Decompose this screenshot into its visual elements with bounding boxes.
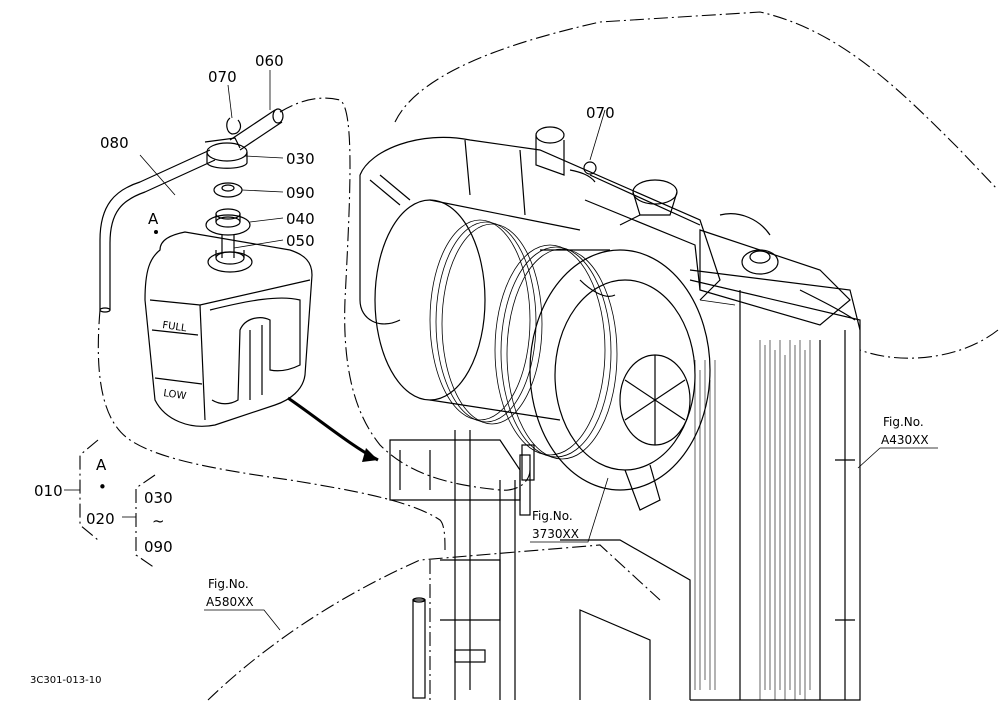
callout-040: 040 bbox=[286, 210, 315, 228]
fig-ref-3730-title: Fig.No. bbox=[532, 509, 573, 523]
legend-range-end: 090 bbox=[144, 538, 173, 556]
callout-070-top: 070 bbox=[208, 68, 237, 86]
callout-090: 090 bbox=[286, 184, 315, 202]
exploded-parts bbox=[97, 70, 606, 699]
radiator-illustration bbox=[689, 229, 861, 701]
callout-030: 030 bbox=[286, 150, 315, 168]
legend-assembly-010: 010 bbox=[34, 482, 63, 500]
assembly-legend bbox=[64, 439, 156, 569]
air-cleaner-illustration bbox=[374, 199, 711, 511]
legend-tilde: ~ bbox=[152, 512, 165, 530]
engine-frame-illustration bbox=[359, 136, 721, 700]
fig-ref-a580-title: Fig.No. bbox=[208, 577, 249, 591]
legend-dot: • bbox=[98, 478, 107, 496]
callout-080: 080 bbox=[100, 134, 129, 152]
callout-050: 050 bbox=[286, 232, 315, 250]
legend-set-020: 020 bbox=[86, 510, 115, 528]
fig-ref-3730-code: 3730XX bbox=[532, 527, 579, 541]
callout-A: A bbox=[148, 210, 159, 228]
fig-ref-a580-code: A580XX bbox=[206, 595, 254, 609]
drawing-id: 3C301-013-10 bbox=[30, 675, 101, 686]
callout-070-right: 070 bbox=[586, 104, 615, 122]
tank-low-label: LOW bbox=[163, 388, 187, 402]
legend-A: A bbox=[96, 456, 107, 474]
reserve-tank-illustration bbox=[144, 231, 313, 427]
legend-range-start: 030 bbox=[144, 489, 173, 507]
fig-ref-a430-title: Fig.No. bbox=[883, 415, 924, 429]
pipe-caps-illustration bbox=[369, 126, 771, 236]
callout-060: 060 bbox=[255, 52, 284, 70]
tank-full-label: FULL bbox=[162, 320, 188, 334]
fig-ref-a430-code: A430XX bbox=[881, 433, 929, 447]
hood-outline bbox=[207, 11, 999, 701]
